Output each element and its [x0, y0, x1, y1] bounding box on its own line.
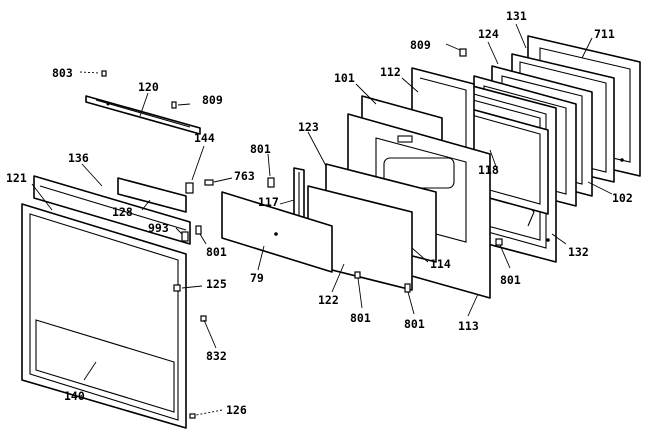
screw-801-center — [354, 271, 361, 279]
screw-763 — [204, 179, 214, 186]
screw-801-top — [267, 177, 275, 188]
label-125: 125 — [206, 277, 227, 291]
label-763: 763 — [234, 169, 255, 183]
callout-labels: 711 131 124 809 803 120 809 101 112 144 … — [6, 9, 633, 417]
label-102: 102 — [612, 191, 633, 205]
screw-125 — [173, 284, 181, 292]
screw-803 — [101, 70, 107, 77]
label-124: 124 — [478, 27, 499, 41]
label-126: 126 — [226, 403, 247, 417]
label-118: 118 — [478, 163, 499, 177]
label-132: 132 — [568, 245, 589, 259]
label-711: 711 — [594, 27, 615, 41]
leader-lines — [31, 23, 613, 416]
label-120: 120 — [138, 80, 159, 94]
label-112: 112 — [380, 65, 401, 79]
part-128-bracket — [117, 177, 187, 213]
part-140-outer-door-glass — [21, 203, 187, 429]
label-140: 140 — [64, 389, 85, 403]
label-122: 122 — [318, 293, 339, 307]
label-144: 144 — [194, 131, 215, 145]
label-801-right: 801 — [500, 273, 521, 287]
label-801-center: 801 — [350, 311, 371, 325]
screw-801-right — [495, 238, 503, 246]
screw-801-bottom — [404, 283, 411, 293]
clip-144 — [185, 182, 194, 194]
label-809-left: 809 — [202, 93, 223, 107]
label-113: 113 — [458, 319, 479, 333]
label-832: 832 — [206, 349, 227, 363]
label-101: 101 — [334, 71, 355, 85]
label-993: 993 — [148, 221, 169, 235]
part-136-front-top-trim — [33, 175, 191, 245]
label-128: 128 — [112, 205, 133, 219]
label-801-left: 801 — [206, 245, 227, 259]
label-121: 121 — [6, 171, 27, 185]
label-79: 79 — [250, 271, 264, 285]
label-114: 114 — [430, 257, 451, 271]
screw-126 — [189, 413, 196, 419]
label-131: 131 — [506, 9, 527, 23]
label-801-top: 801 — [250, 142, 271, 156]
clip-993 — [181, 231, 189, 242]
screw-801-left — [195, 225, 202, 235]
part-120-top-trim — [85, 95, 201, 135]
label-803: 803 — [52, 66, 73, 80]
screw-832 — [200, 315, 207, 322]
label-809-top: 809 — [410, 38, 431, 52]
part-79-handle-trim — [221, 191, 333, 273]
label-123: 123 — [298, 120, 319, 134]
label-136: 136 — [68, 151, 89, 165]
label-117: 117 — [258, 195, 279, 209]
label-801-bottom: 801 — [404, 317, 425, 331]
screw-809-top — [459, 48, 467, 57]
screw-809-left — [171, 101, 177, 109]
